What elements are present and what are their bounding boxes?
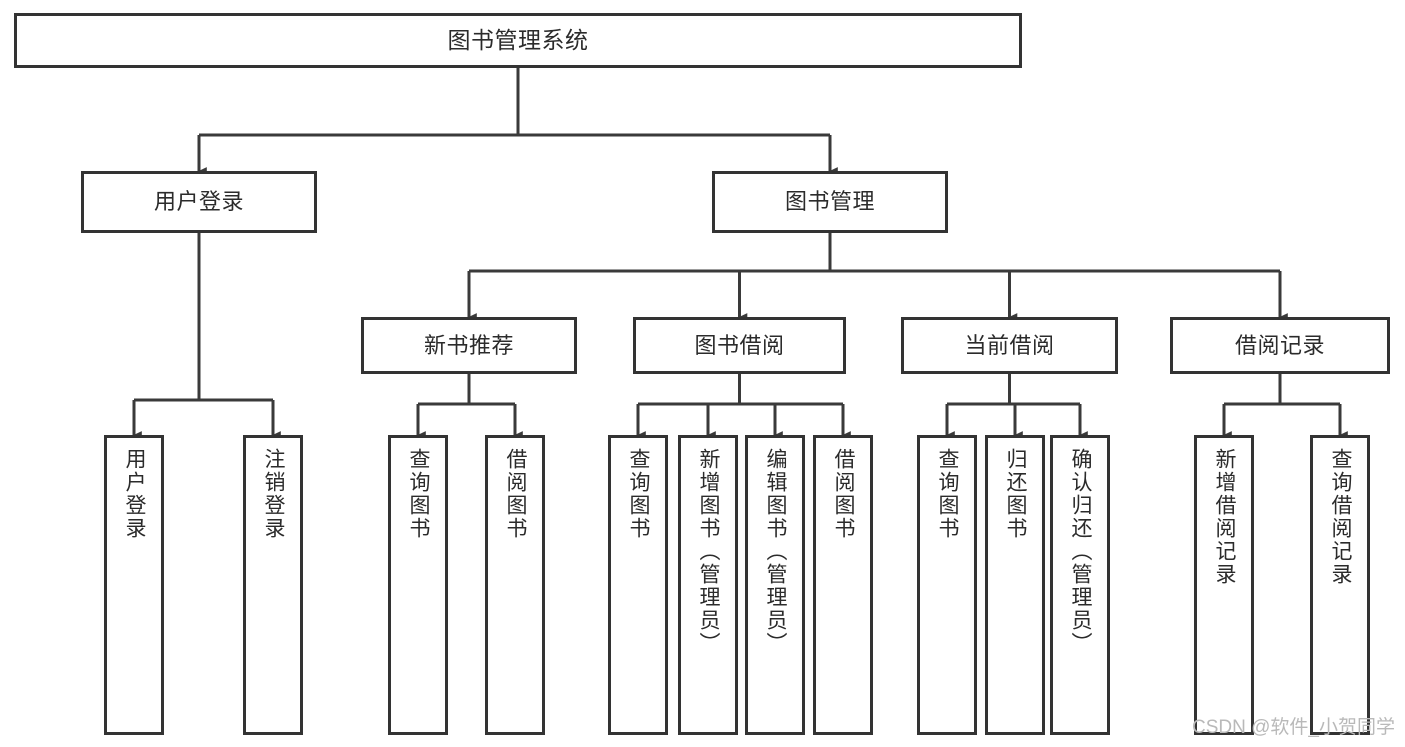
node-label: 查询图书	[936, 448, 960, 540]
node-new-book-rec[interactable]: 新书推荐	[361, 317, 577, 374]
node-leaf-rec-query[interactable]: 查询图书	[388, 435, 448, 735]
node-leaf-user-login[interactable]: 用户登录	[104, 435, 164, 735]
node-user-login[interactable]: 用户登录	[81, 171, 317, 233]
node-root[interactable]: 图书管理系统	[14, 13, 1022, 68]
node-label: 图书管理	[784, 189, 875, 215]
node-label: 新增借阅记录	[1213, 448, 1237, 586]
node-label: 归还图书	[1004, 448, 1028, 540]
node-leaf-borrow-lend[interactable]: 借阅图书	[813, 435, 873, 735]
node-leaf-rec-add[interactable]: 新增借阅记录	[1194, 435, 1254, 735]
node-label: 查询借阅记录	[1329, 448, 1353, 586]
node-leaf-rec-query2[interactable]: 查询借阅记录	[1310, 435, 1370, 735]
node-current-borrow[interactable]: 当前借阅	[901, 317, 1118, 374]
node-leaf-borrow-edit[interactable]: 编辑图书（管理员）	[745, 435, 805, 735]
node-label: 注销登录	[262, 448, 286, 540]
node-label: 用户登录	[123, 448, 147, 540]
node-label: 借阅图书	[504, 448, 528, 540]
node-label: 图书借阅	[694, 332, 785, 358]
node-leaf-rec-borrow[interactable]: 借阅图书	[485, 435, 545, 735]
node-label: 查询图书	[407, 448, 431, 540]
node-label: 当前借阅	[964, 332, 1055, 358]
node-book-borrow[interactable]: 图书借阅	[633, 317, 846, 374]
node-leaf-user-logout[interactable]: 注销登录	[243, 435, 303, 735]
node-label: 图书管理系统	[447, 27, 589, 54]
node-label: 新增图书（管理员）	[697, 448, 721, 655]
node-leaf-borrow-add[interactable]: 新增图书（管理员）	[678, 435, 738, 735]
node-label: 确认归还（管理员）	[1069, 448, 1093, 655]
node-label: 新书推荐	[423, 332, 514, 358]
node-leaf-cur-query[interactable]: 查询图书	[917, 435, 977, 735]
node-leaf-borrow-query[interactable]: 查询图书	[608, 435, 668, 735]
node-label: 借阅记录	[1234, 332, 1325, 358]
node-label: 用户登录	[153, 189, 244, 215]
node-label: 借阅图书	[832, 448, 856, 540]
node-book-manage[interactable]: 图书管理	[712, 171, 948, 233]
node-borrow-record[interactable]: 借阅记录	[1170, 317, 1390, 374]
node-label: 编辑图书（管理员）	[764, 448, 788, 655]
node-leaf-cur-return[interactable]: 归还图书	[985, 435, 1045, 735]
node-leaf-cur-confirm[interactable]: 确认归还（管理员）	[1050, 435, 1110, 735]
node-label: 查询图书	[627, 448, 651, 540]
